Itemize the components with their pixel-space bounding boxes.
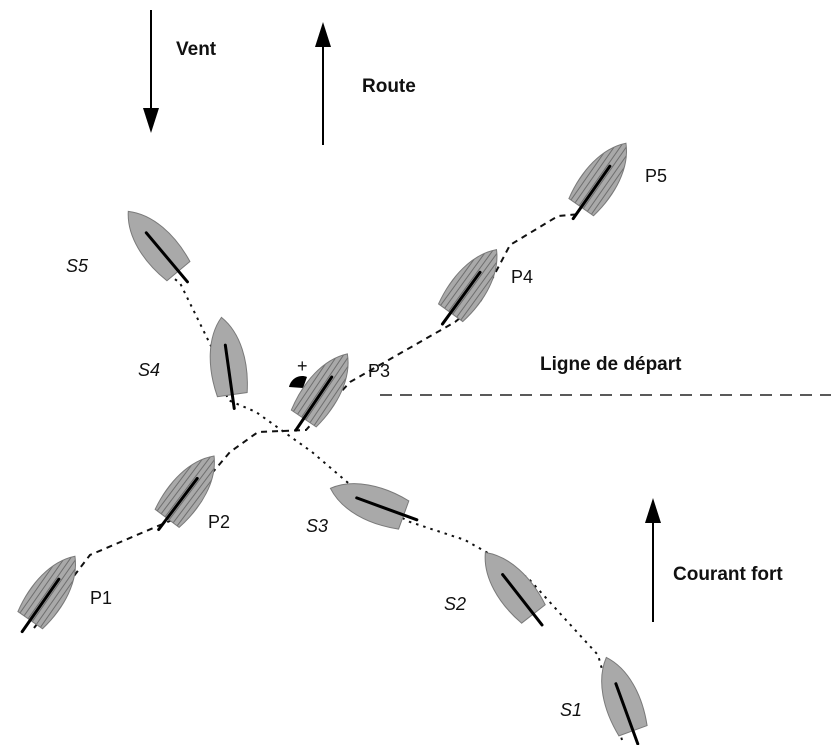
boat-label-p2: P2 xyxy=(208,512,230,532)
boat-p1 xyxy=(15,545,90,634)
boat-label-s2: S2 xyxy=(444,594,466,614)
course-label: Route xyxy=(362,76,416,97)
boat-label-s1: S1 xyxy=(560,700,582,720)
boat-s4 xyxy=(203,314,251,410)
current-arrow xyxy=(645,498,661,622)
mark-buoy: + xyxy=(289,356,308,388)
boat-p4 xyxy=(435,238,512,326)
boat-label-p5: P5 xyxy=(645,166,667,186)
boat-p5 xyxy=(566,132,641,221)
wind-label: Vent xyxy=(176,39,217,60)
boat-label-p1: P1 xyxy=(90,588,112,608)
boat-label-s3: S3 xyxy=(306,516,328,536)
boat-label-s5: S5 xyxy=(66,256,89,276)
boat-s5 xyxy=(114,199,193,284)
course-arrow xyxy=(315,22,331,145)
boat-s1 xyxy=(589,650,651,745)
boat-label-s4: S4 xyxy=(138,360,160,380)
boat-s3 xyxy=(323,471,419,533)
boat-p2 xyxy=(152,444,229,532)
boat-s2 xyxy=(470,541,548,627)
boat-p3 xyxy=(288,343,363,432)
mark-icon: + xyxy=(297,356,308,376)
boat-label-p3: P3 xyxy=(368,361,390,381)
boat-label-p4: P4 xyxy=(511,267,533,287)
wind-arrow xyxy=(143,10,159,133)
current-label: Courant fort xyxy=(673,564,783,585)
start-line-label: Ligne de départ xyxy=(540,354,682,375)
